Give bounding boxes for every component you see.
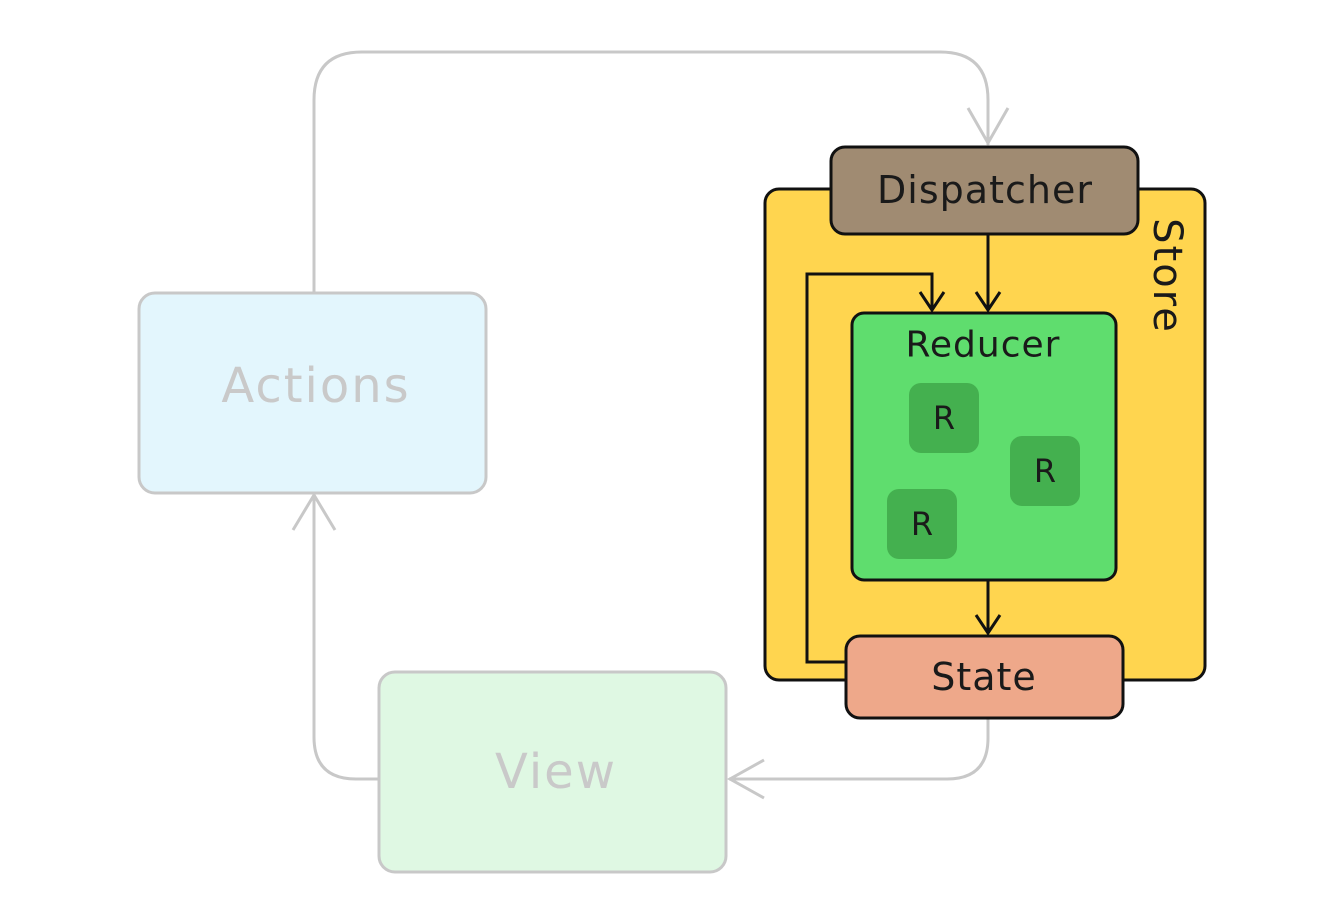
actions-box	[137, 291, 488, 495]
state-feedback-arrowhead	[918, 291, 946, 313]
dispatcher-to-reducer-arrowhead	[974, 291, 1002, 313]
outer-flow-lines	[291, 50, 1010, 800]
sub-reducers: R R R	[887, 383, 1080, 559]
reducer-to-state-arrowhead	[974, 614, 1002, 636]
view-arrowhead	[726, 758, 765, 800]
sub-reducer-2	[1010, 436, 1080, 506]
dispatcher-label: Dispatcher	[877, 168, 1093, 212]
actions-to-dispatcher-connector	[312, 50, 990, 293]
dispatcher-arrowhead	[966, 107, 1010, 147]
view-to-actions-connector	[312, 494, 379, 781]
actions-label: Actions	[221, 358, 410, 414]
sub-reducer-3	[887, 489, 957, 559]
sub-reducer-1-label: R	[933, 399, 955, 437]
state-feedback-to-reducer-arrow	[805, 272, 934, 664]
dispatcher-box	[829, 145, 1140, 236]
sub-reducer-2-label: R	[1034, 452, 1056, 490]
state-box	[844, 634, 1125, 720]
sub-reducer-3-label: R	[911, 505, 933, 543]
view-box	[377, 670, 728, 874]
state-to-view-connector	[729, 718, 990, 781]
actions-arrowhead	[291, 492, 337, 531]
sub-reducer-1	[909, 383, 979, 453]
store-internal-lines	[805, 234, 1002, 664]
view-label: View	[495, 744, 617, 800]
state-label: State	[931, 655, 1037, 699]
store-label: Store	[1144, 218, 1190, 334]
reducer-label: Reducer	[906, 325, 1061, 366]
